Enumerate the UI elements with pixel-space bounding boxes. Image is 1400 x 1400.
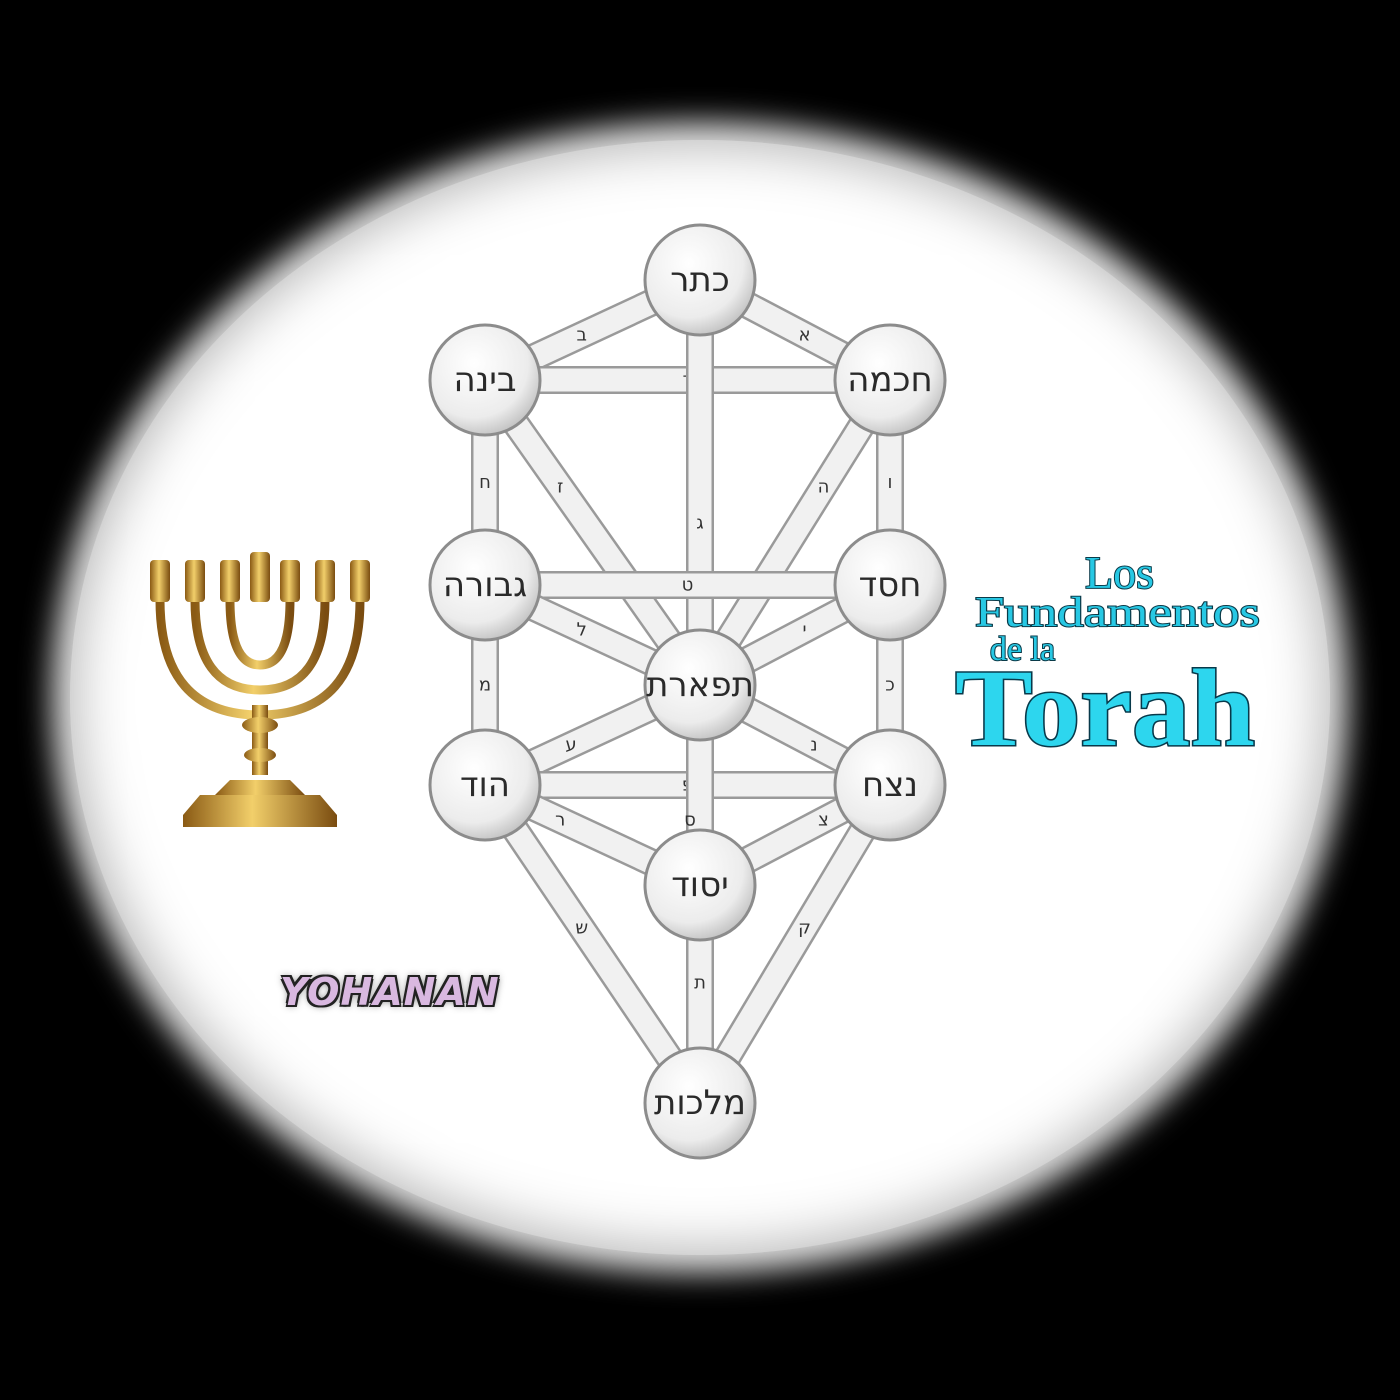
path-letter-tet: ט [682, 575, 694, 596]
path-letter-chet: ח [479, 472, 491, 493]
los-fundamentos-de-la-torah-logo: Los Fundamentos de la Torah [954, 546, 1262, 760]
sefirah-tiferet: תפארת [643, 628, 757, 742]
sefirah-keter: כתר [643, 223, 757, 337]
sefirah-label-keter: כתר [670, 260, 730, 300]
path-letter-kaf: כ [885, 675, 895, 696]
yohanan-signature: YOHANAN [280, 970, 500, 1014]
sefirah-malkhut: מלכות [643, 1046, 757, 1160]
sefirah-hod: הוד [428, 728, 542, 842]
path-letter-mem: מ [479, 675, 491, 696]
sefirah-label-yesod: יסוד [671, 865, 729, 905]
path-he: ה [688, 372, 902, 693]
sefirah-netzach: נצח [833, 728, 947, 842]
path-letter-resh: ר [555, 810, 565, 831]
sefirah-yesod: יסוד [643, 828, 757, 942]
sefirah-binah: בינה [428, 323, 542, 437]
sefirah-label-chesed: חסד [859, 565, 922, 605]
sefirah-label-binah: בינה [453, 360, 516, 400]
path-letter-shin: ש [575, 918, 588, 939]
path-letter-yod: י [802, 620, 806, 641]
path-letter-nun: נ [810, 735, 817, 756]
path-letter-vav: ו [888, 472, 893, 493]
sefirah-label-gevurah: גבורה [443, 565, 527, 605]
sefirah-label-chokhmah: חכמה [847, 360, 933, 400]
path-letter-lamed: ל [577, 620, 587, 641]
logo-line-4: Torah [955, 647, 1255, 760]
sefirah-label-netzach: נצח [862, 765, 918, 805]
path-letter-qof: ק [798, 918, 811, 939]
path-qof: ק [687, 777, 903, 1111]
path-letter-gimel: ג [696, 513, 703, 534]
path-letter-ayin: ע [565, 735, 576, 756]
path-letter-he: ה [818, 476, 830, 497]
path-letter-zayin: ז [557, 476, 563, 497]
path-shin: ש [473, 777, 712, 1111]
path-letter-tsadi: צ [818, 810, 829, 831]
path-gimel: ג [686, 280, 714, 685]
menorah-icon [150, 552, 370, 827]
sefirah-gevurah: גבורה [428, 528, 542, 642]
sefirah-chesed: חסד [833, 528, 947, 642]
sefirah-chokhmah: חכמה [833, 323, 947, 437]
logo-line-3: de la [990, 631, 1055, 668]
path-letter-tav: ת [694, 973, 706, 994]
path-letter-aleph: א [798, 325, 810, 346]
path-letter-bet: ב [577, 325, 587, 346]
sefirah-label-malkhut: מלכות [654, 1083, 746, 1123]
logo-line-2: Fundamentos [975, 590, 1260, 636]
sefirah-label-hod: הוד [460, 765, 510, 805]
logo-line-1: Los [1085, 547, 1154, 598]
path-letter-samekh: ס [684, 810, 696, 831]
sefirah-label-tiferet: תפארת [646, 665, 754, 705]
path-tet: ט [485, 571, 890, 599]
path-zayin: ז [473, 371, 712, 694]
